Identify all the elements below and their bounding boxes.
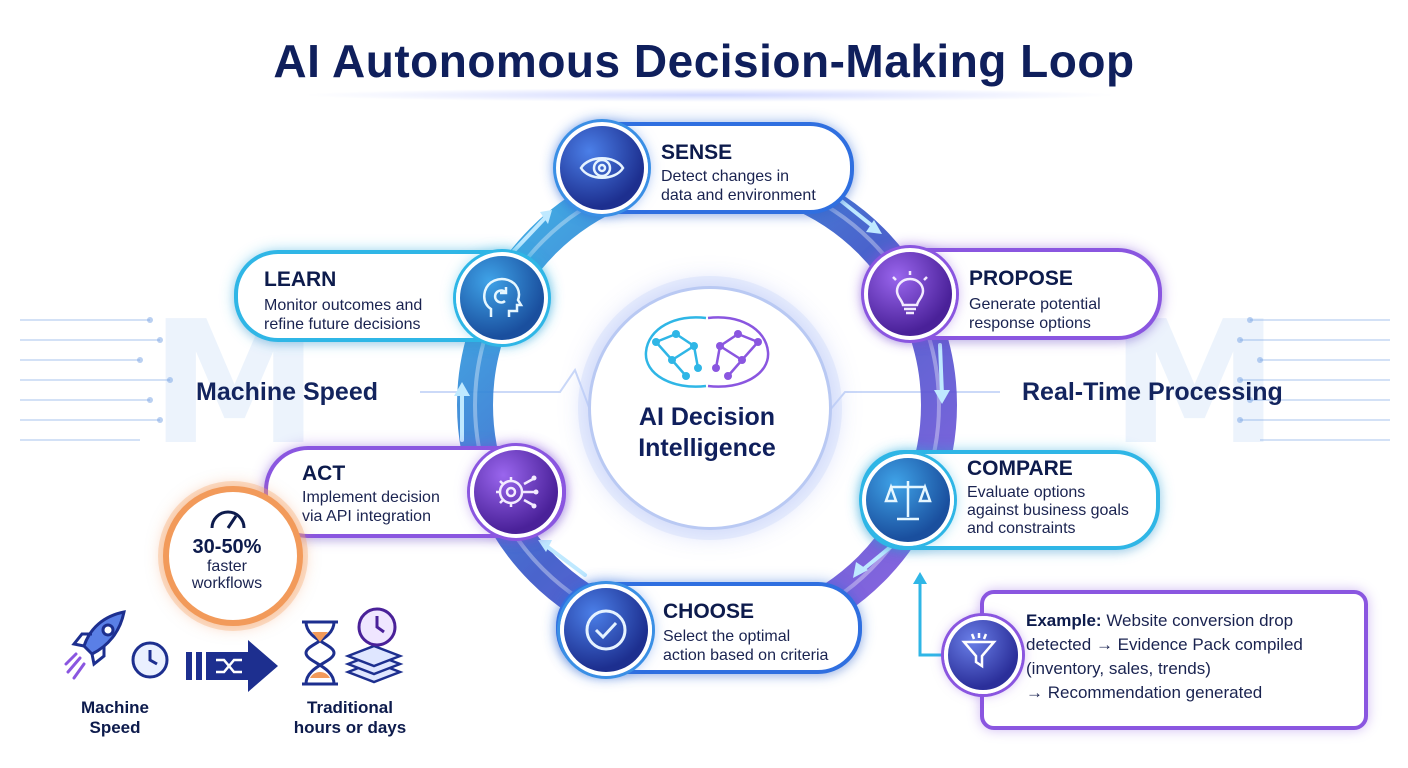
traditional-label: Traditional hours or days [280,698,420,738]
choose-desc: Select the optimal action based on crite… [663,627,828,665]
compare-desc-line2: against business goals [967,502,1129,519]
choose-desc-line2: action based on criteria [663,647,829,664]
shuffle-arrow-icon [186,640,278,692]
compare-desc: Evaluate options against business goals … [967,484,1129,538]
eye-icon [579,157,625,179]
example-line1-text: Website conversion drop [1101,611,1294,630]
page-title: AI Autonomous Decision-Making Loop [273,35,1135,87]
learn-desc-line1: Monitor outcomes and [264,297,423,314]
document-stack-icon [344,644,404,684]
hourglass-icon [302,620,338,686]
learn-title: LEARN [264,268,337,291]
act-desc-line2: via API integration [302,508,431,525]
compare-desc-line3: and constraints [967,520,1076,537]
side-label-left: Machine Speed [196,378,378,406]
example-text: Example: Website conversion drop detecte… [1026,609,1356,705]
lightbulb-icon [892,271,928,315]
propose-desc: Generate potential response options [969,295,1101,333]
sense-desc-line2: data and environment [661,187,816,204]
center-circle [588,286,832,530]
choose-desc-line1: Select the optimal [663,628,791,645]
sense-desc-line1: Detect changes in [661,168,790,185]
clock-icon-traditional [357,607,397,647]
act-title: ACT [302,462,346,485]
choose-title: CHOOSE [663,600,755,623]
speedometer-icon [210,510,246,529]
propose-title: PROPOSE [969,267,1073,290]
rocket-icon [64,610,126,680]
funnel-icon [961,633,997,669]
example-line4: → Recommendation generated [1026,683,1263,702]
learn-badge [456,252,548,344]
learn-desc: Monitor outcomes and refine future decis… [264,296,422,334]
center-label-line2: Intelligence [638,434,776,462]
traditional-line1: Traditional [307,698,393,717]
choose-badge [560,584,652,676]
machine-speed-line1: Machine [80,698,150,717]
example-label: Example: [1026,611,1102,630]
machine-speed-label: Machine Speed [60,698,170,738]
example-line1: Example: Website conversion drop [1026,609,1356,633]
act-badge [470,446,562,538]
compare-desc-line1: Evaluate options [967,484,1086,501]
compare-title: COMPARE [967,457,1073,480]
title-glow [300,88,1120,102]
side-label-right: Real-Time Processing [1022,378,1283,406]
example-line3: (inventory, sales, trends) [1026,659,1211,678]
brain-network-icon [644,316,770,388]
example-badge [944,616,1022,694]
traditional-line2: hours or days [293,718,407,737]
center-label-line1: AI Decision [638,403,776,431]
scales-icon [884,481,932,521]
propose-desc-line1: Generate potential [969,296,1101,313]
machine-speed-line2: Speed [89,718,141,737]
act-desc: Implement decision via API integration [302,488,440,526]
compare-badge [862,454,954,546]
speed-caption-line2: workflows [191,575,263,592]
act-desc-line1: Implement decision [302,489,440,506]
gear-circuit-icon [496,475,539,509]
sense-badge [556,122,648,214]
head-refresh-icon [483,277,524,317]
speed-caption-line1: faster [206,558,247,575]
speed-caption: faster workflows [157,558,297,592]
learn-desc-line2: refine future decisions [264,316,421,333]
propose-badge [864,248,956,340]
clock-icon [131,641,169,679]
propose-desc-line2: response options [969,315,1091,332]
center-label: AI Decision Intelligence [588,402,826,464]
example-line2: detected → Evidence Pack compiled [1026,635,1303,654]
checkmark-icon [585,609,627,651]
example-box [980,590,1368,730]
sense-title: SENSE [661,141,733,164]
sense-desc: Detect changes in data and environment [661,167,816,205]
speed-value: 30-50% [192,536,262,558]
speed-badge [163,486,303,626]
